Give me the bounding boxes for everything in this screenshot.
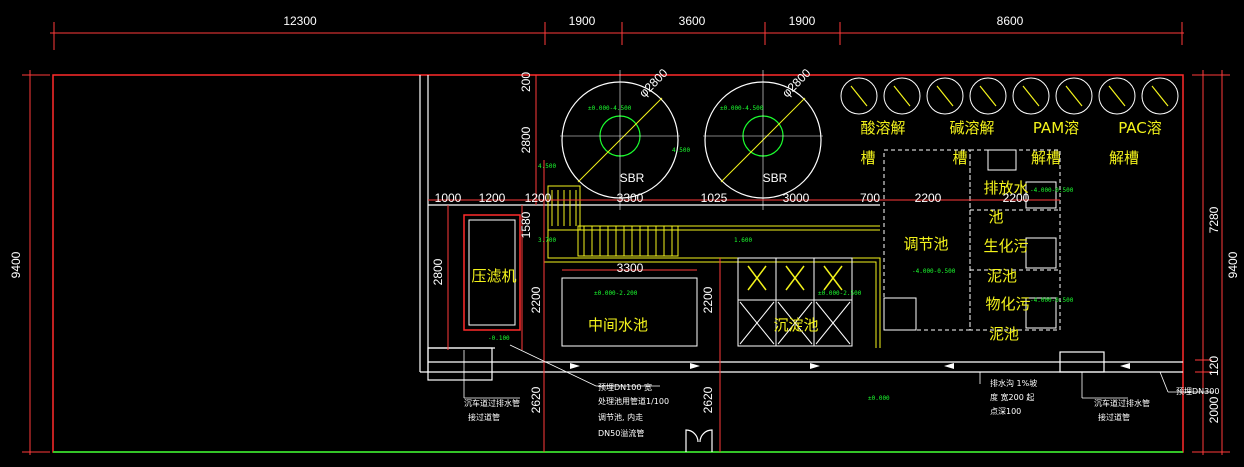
filter-press-outline — [463, 214, 521, 331]
alkali-tank-label-1: 碱溶解 — [949, 119, 994, 137]
chemical-tanks — [840, 77, 1179, 115]
dim-vert-7: 2620 — [529, 386, 543, 413]
dim-vert-3: 1580 — [519, 211, 533, 238]
pac-tank-label-2: 解槽 — [1109, 149, 1139, 167]
dim-inner-8: 2200 — [915, 191, 942, 205]
level-marker-9: -4.000-0.500 — [912, 268, 956, 275]
dim-right-2: 9400 — [1226, 251, 1240, 278]
top-dimension-line — [50, 22, 1184, 50]
dim-top-2: 1900 — [569, 14, 596, 28]
dim-inner-7: 700 — [860, 191, 880, 205]
pipe-note-4: DN50溢流管 — [598, 428, 644, 438]
dim-right-1: 7280 — [1207, 206, 1221, 233]
pump-pits — [883, 149, 1057, 331]
dim-top-1: 12300 — [283, 14, 317, 28]
phys-pool-label-2: 泥池 — [989, 325, 1019, 343]
side-dimension-lines — [22, 70, 1230, 455]
bio-pool-label-2: 泥池 — [987, 267, 1017, 285]
dim-vert-2: 2800 — [519, 126, 533, 153]
dim-vert-1: 200 — [519, 72, 533, 92]
acid-tank-label-2: 槽 — [860, 149, 875, 167]
dim-right-4: 120 — [1207, 356, 1221, 376]
level-marker-11: -4.000-0.500 — [1030, 297, 1074, 304]
dim-middle-pool-width: 3300 — [617, 261, 644, 275]
dim-vert-5: 2200 — [529, 286, 543, 313]
dim-inner-3: 1200 — [525, 191, 552, 205]
drain-pool-label-2: 池 — [988, 208, 1003, 226]
adjust-pool-label: 调节池 — [903, 235, 948, 253]
trench-note-right-2: 接过道管 — [1098, 412, 1130, 422]
pam-tank-label-2: 解槽 — [1031, 149, 1061, 167]
flow-arrows — [570, 363, 1130, 369]
inner-dimension-line — [428, 75, 1060, 452]
dim-vert-4: 2800 — [431, 258, 445, 285]
level-marker-7: ±0.000-2.200 — [594, 290, 638, 297]
middle-pool-label: 中间水池 — [588, 316, 648, 334]
level-marker-5: 3.700 — [538, 237, 556, 244]
pipe-note-1: 预埋DN100 宽 — [598, 382, 652, 392]
trench-note-right-1: 沉车道过排水管 — [1094, 398, 1150, 408]
sbr-tank-left — [560, 70, 680, 210]
dim-inner-1: 1000 — [435, 191, 462, 205]
drain-note-3: 点深100 — [990, 407, 1021, 416]
filter-press-body — [468, 219, 516, 326]
dim-inner-9: 2200 — [1003, 191, 1030, 205]
pipe-note-3: 调节池, 内走 — [598, 412, 643, 422]
dim-inner-4: 3300 — [617, 191, 644, 205]
pam-tank-label-1: PAM溶 — [1033, 119, 1079, 137]
pac-tank-label-1: PAC溶 — [1118, 119, 1162, 137]
level-marker-13: ±0.000 — [868, 395, 890, 402]
dim-top-3: 3600 — [679, 14, 706, 28]
tank-diameter-left: φ2800 — [636, 66, 671, 101]
sediment-pool-label: 沉淀池 — [773, 316, 818, 334]
phys-pool-label-1: 物化污 — [985, 295, 1030, 313]
sediment-mixers — [747, 265, 843, 291]
sbr-label-right: SBR — [763, 171, 788, 185]
drain-note-1: 排水沟 1%坡 — [990, 378, 1037, 388]
level-marker-10: -4.000-0.500 — [1030, 187, 1074, 194]
dim-inner-2: 1200 — [479, 191, 506, 205]
sbr-tank-right — [703, 70, 823, 210]
level-marker-6: 1.600 — [734, 237, 752, 244]
trench-note-left-2: 接过道管 — [468, 412, 500, 422]
level-marker-3: 4.500 — [538, 163, 556, 170]
middle-pool-outline — [561, 277, 698, 347]
dim-top-4: 1900 — [789, 14, 816, 28]
trench-note-right-3: 预埋DN300 — [1176, 386, 1219, 396]
bio-pool-label-1: 生化污 — [983, 237, 1028, 255]
acid-tank-label-1: 酸溶解 — [860, 119, 905, 137]
level-marker-12: -0.100 — [488, 335, 510, 342]
level-marker-2: ±0.000-4.500 — [720, 105, 764, 112]
trench-note-left-1: 沉车道过排水管 — [464, 398, 520, 408]
dim-left: 9400 — [9, 251, 23, 278]
chemical-tank-mixers — [850, 85, 1169, 107]
level-marker-4: 4.500 — [672, 147, 690, 154]
dim-vert-6: 2200 — [701, 286, 715, 313]
dim-vert-8: 2620 — [701, 386, 715, 413]
dim-right-3: 2000 — [1207, 396, 1221, 423]
building-walls — [419, 75, 1183, 452]
drain-pool-label-1: 排放水 — [983, 179, 1028, 197]
tank-diameter-right: φ2800 — [779, 66, 814, 101]
sbr-label-left: SBR — [620, 171, 645, 185]
filter-press-label: 压滤机 — [471, 267, 516, 285]
dim-inner-6: 3000 — [783, 191, 810, 205]
leader-lines — [463, 344, 1214, 399]
alkali-tank-label-2: 槽 — [952, 149, 967, 167]
level-marker-8: ±0.000-2.500 — [818, 290, 862, 297]
dim-top-5: 8600 — [997, 14, 1024, 28]
dim-inner-5: 1025 — [701, 191, 728, 205]
sediment-pool-outline — [737, 257, 853, 347]
drain-note-2: 度 宽200 起 — [990, 392, 1034, 402]
pipe-note-2: 处理池用管道1/100 — [598, 396, 669, 406]
level-marker-1: ±0.000-4.500 — [588, 105, 632, 112]
